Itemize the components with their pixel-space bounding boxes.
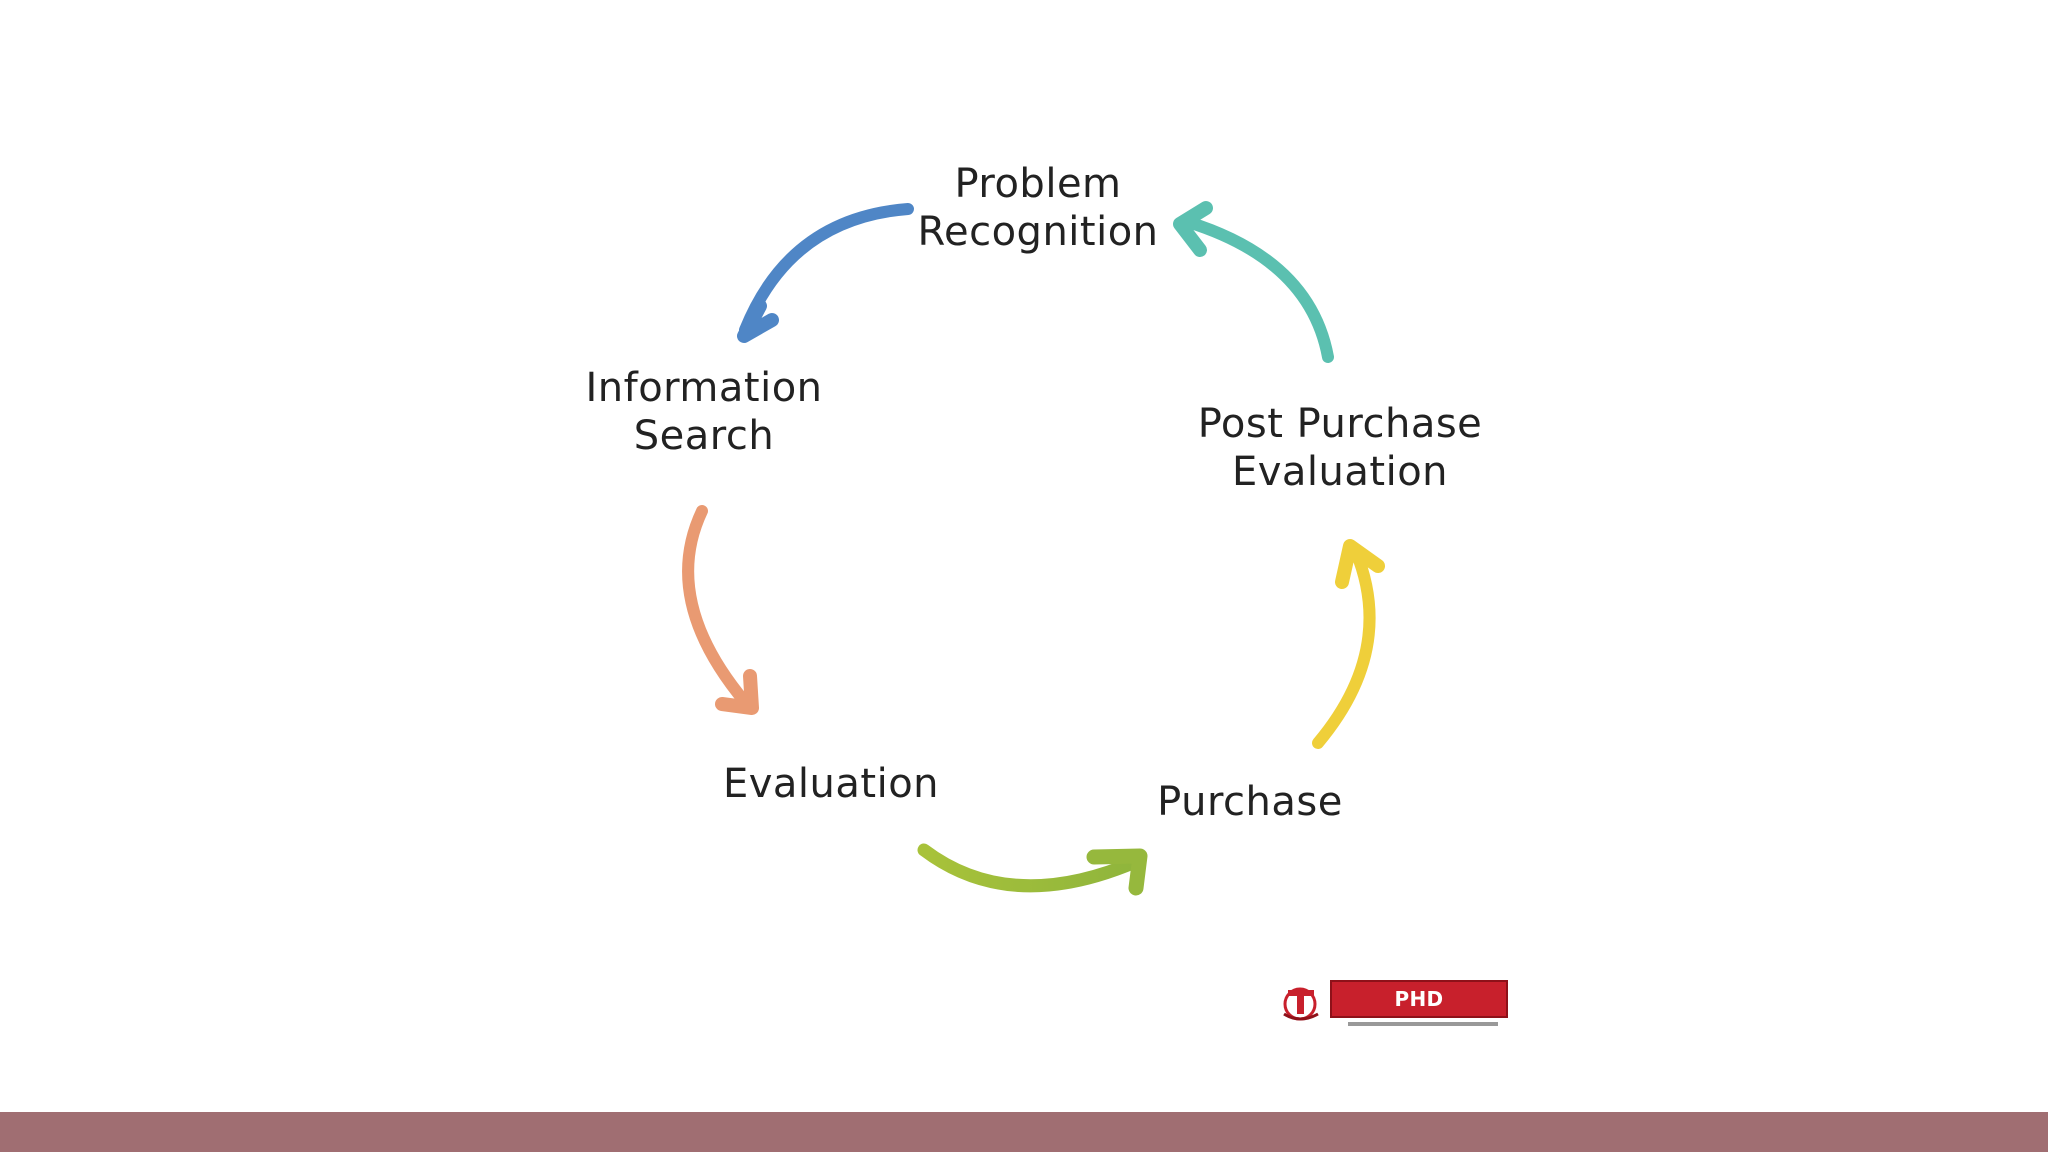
arrow-purchase-to-post <box>1312 539 1385 749</box>
stage-label-line: Post Purchase <box>1197 401 1483 447</box>
logo-text: PHD ASSISTANCE <box>1330 980 1508 1045</box>
stage-information-search: Information Search <box>585 364 822 460</box>
stage-problem-recognition: Problem Recognition <box>917 160 1158 256</box>
stage-evaluation: Evaluation <box>723 760 939 808</box>
stage-post-purchase-evaluation: Post Purchase Evaluation <box>1198 400 1483 496</box>
arrow-post-to-problem <box>1173 201 1334 363</box>
stage-label-line: Evaluation <box>1231 449 1449 495</box>
stage-label-line: Information <box>585 365 823 411</box>
stage-label-line: Evaluation <box>722 761 940 807</box>
logo-tagline-mark <box>1348 1022 1498 1026</box>
logo-mark-icon <box>1283 987 1319 1021</box>
phd-assistance-logo: PHD ASSISTANCE <box>1278 978 1510 1045</box>
arrow-search-to-evaluation <box>682 505 759 715</box>
stage-label-line: Search <box>633 413 775 459</box>
arrow-evaluation-to-purchase <box>917 843 1148 896</box>
arrow-problem-to-search <box>737 203 914 343</box>
stage-purchase: Purchase <box>1157 778 1343 826</box>
footer-bar <box>0 1112 2048 1152</box>
stage-label-line: Recognition <box>917 209 1159 255</box>
stage-label-line: Problem <box>954 161 1122 207</box>
stage-label-line: Purchase <box>1157 779 1343 825</box>
